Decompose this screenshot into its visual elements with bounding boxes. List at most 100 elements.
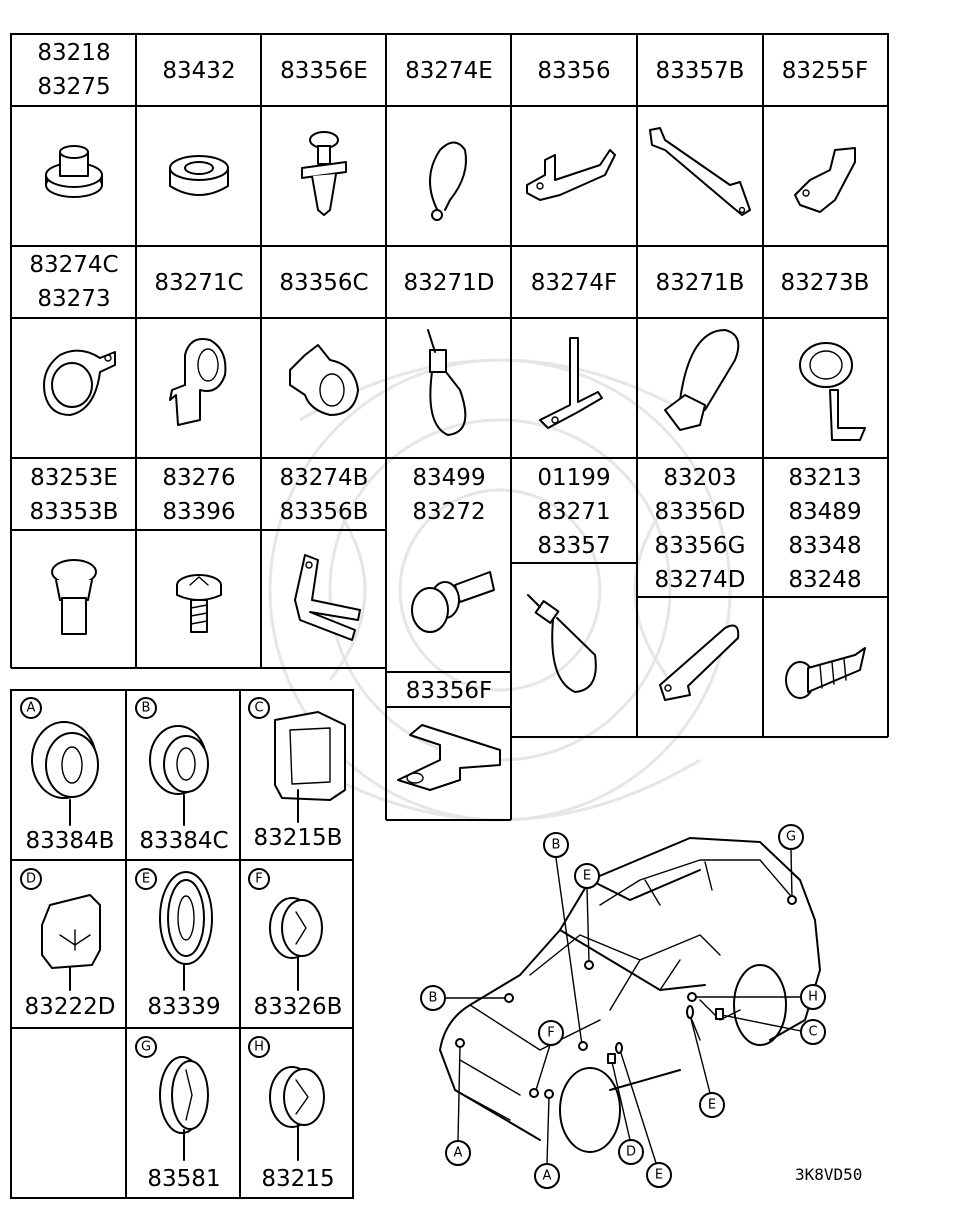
grommet-a-icon — [31, 721, 99, 826]
part-code: 83274B — [280, 465, 369, 491]
tapping-screw-icon — [785, 647, 866, 699]
callout-letter: B — [552, 838, 561, 853]
nut-icon — [45, 145, 103, 198]
grommet-code: 83215B — [254, 825, 343, 851]
ring-bracket-icon — [799, 342, 866, 441]
part-code: 83353B — [30, 499, 119, 525]
grommet-code: 83384C — [139, 828, 228, 854]
p-clamp-icon — [43, 349, 116, 416]
l-bracket-icon — [539, 337, 603, 429]
part-code: 83356D — [655, 499, 746, 525]
part-code: 83499 — [412, 465, 485, 491]
callout-letter: C — [808, 1025, 817, 1040]
strap-tie-icon — [664, 329, 740, 431]
vehicle-illustration — [439, 837, 821, 1153]
part-code: 83356 — [537, 58, 610, 84]
cable-tie-icon — [427, 329, 467, 436]
part-code: 83274F — [531, 270, 617, 296]
callout-letter: E — [655, 1168, 663, 1183]
grommet-code: 83581 — [147, 1166, 220, 1192]
part-code: 83274E — [405, 58, 493, 84]
part-code: 83248 — [788, 567, 861, 593]
part-code: 83271C — [154, 270, 243, 296]
part-code: 83356E — [280, 58, 368, 84]
part-code: 83255F — [782, 58, 868, 84]
stud-bolt-icon — [411, 571, 495, 633]
grommet-c-icon — [274, 711, 346, 823]
diagram-reference: 3K8VD50 — [795, 1165, 862, 1184]
part-code: 83203 — [663, 465, 736, 491]
grommet-f-icon — [269, 897, 323, 991]
part-code: 83273 — [37, 286, 110, 312]
grommet-h-icon — [269, 1066, 325, 1161]
callout-letter: A — [454, 1146, 463, 1161]
part-code: 83271D — [404, 270, 495, 296]
part-code: 83253E — [30, 465, 118, 491]
grommet-d-icon — [41, 894, 101, 991]
grommet-code: 83384B — [26, 828, 115, 854]
callout-letter: E — [583, 869, 591, 884]
callout-letter: F — [547, 1026, 554, 1041]
callout-letter: H — [808, 990, 818, 1005]
harness-clamp-icon — [169, 338, 227, 426]
grommet-labels: A B C D E F G H — [20, 697, 270, 1058]
grommet-codes: 83384B 83384C 83215B 83222D 83339 83326B… — [25, 825, 343, 1192]
grommet-letter: F — [255, 872, 262, 887]
parts-table-grid — [10, 33, 889, 821]
part-code: 83489 — [788, 499, 861, 525]
grommet-code: 83215 — [261, 1166, 334, 1192]
part-code: 83357 — [537, 533, 610, 559]
parts-codes: 83218 83275 83432 83356E 83274E 83356 83… — [29, 40, 869, 704]
edge-clip-icon — [289, 344, 359, 416]
part-code: 83272 — [412, 499, 485, 525]
part-code: 83271 — [537, 499, 610, 525]
part-code: 83276 — [162, 465, 235, 491]
part-code: 01199 — [537, 465, 610, 491]
grommet-table-grid — [10, 689, 354, 1199]
part-code: 83356C — [279, 270, 368, 296]
part-code: 83218 — [37, 40, 110, 66]
callout-letter: B — [429, 991, 438, 1006]
grommet-code: 83339 — [147, 994, 220, 1020]
part-code: 83213 — [788, 465, 861, 491]
grommet-letter: H — [254, 1040, 264, 1055]
part-code: 83357B — [656, 58, 745, 84]
double-strap-icon — [294, 554, 361, 641]
clip-pin-icon — [51, 559, 97, 635]
part-code: 83271B — [656, 270, 745, 296]
long-bracket-icon — [649, 127, 751, 216]
part-code: 83432 — [162, 58, 235, 84]
grommet-g-icon — [159, 1056, 209, 1161]
part-code: 83274D — [655, 567, 746, 593]
callout-letter: G — [786, 830, 796, 845]
grommet-letter: G — [141, 1040, 151, 1055]
flat-bracket-icon — [397, 724, 501, 791]
callout-letter: E — [708, 1098, 716, 1113]
grommet-letter: A — [27, 701, 36, 716]
push-rivet-icon — [301, 131, 347, 216]
callout-letter: D — [626, 1145, 636, 1160]
part-code: 83274C — [29, 252, 118, 278]
grommet-letter: B — [142, 701, 151, 716]
part-code: 83273B — [781, 270, 870, 296]
grommet-code: 83326B — [254, 994, 343, 1020]
grommet-letter: E — [142, 872, 150, 887]
bracket-clip-icon — [794, 147, 856, 213]
clip-loop-icon — [659, 624, 740, 701]
grommet-letter: D — [26, 872, 36, 887]
grommet-letter: C — [254, 701, 263, 716]
collar-icon — [169, 155, 229, 196]
bracket-icon — [526, 149, 616, 201]
band-clip-icon — [429, 141, 467, 221]
part-code: 83396 — [162, 499, 235, 525]
callout-letter: A — [543, 1169, 552, 1184]
part-code: 83356F — [406, 678, 492, 704]
part-code: 83356B — [280, 499, 369, 525]
grommet-e-icon — [159, 871, 213, 991]
grommet-b-icon — [149, 725, 209, 826]
part-code: 83356G — [655, 533, 746, 559]
grommet-code: 83222D — [25, 994, 116, 1020]
vehicle-callouts: B E G B H F C E D A — [420, 824, 826, 1189]
loop-tie-icon — [527, 594, 597, 693]
